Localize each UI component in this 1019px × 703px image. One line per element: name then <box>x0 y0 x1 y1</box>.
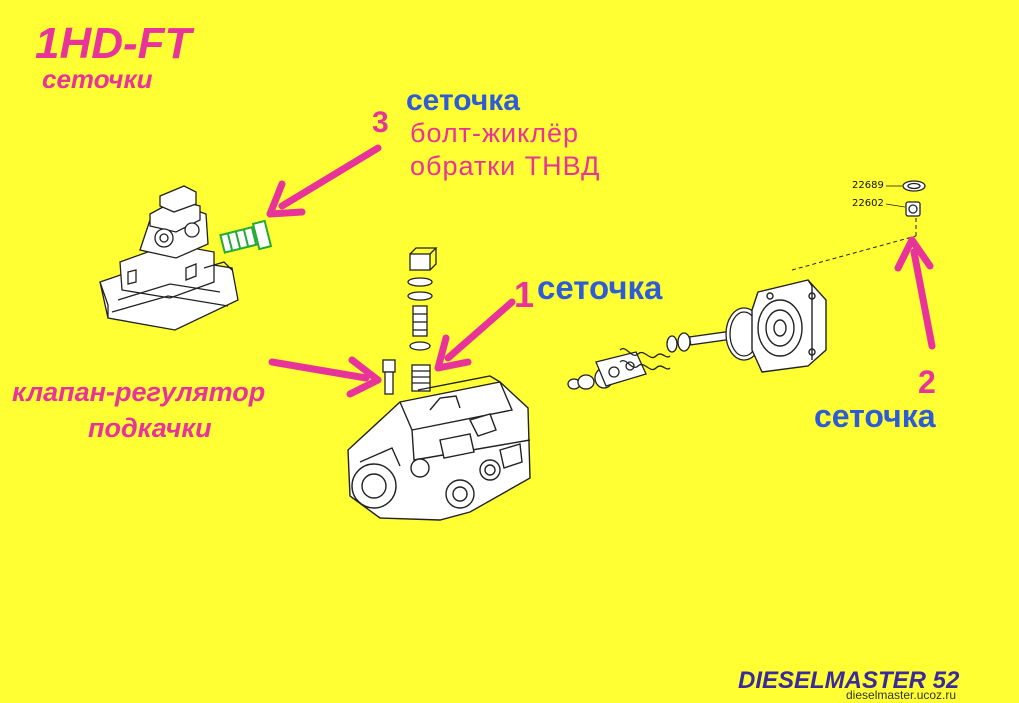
callout-3-number: 3 <box>372 106 389 139</box>
part-leader-lines <box>885 185 906 208</box>
arrow-3-head-icon <box>266 180 306 218</box>
arrow-2-icon <box>910 248 936 350</box>
part-number-screen: 22602 <box>852 198 884 209</box>
callout-1-mesh-label: сеточка <box>537 269 663 306</box>
pump-flange-icon <box>751 279 827 373</box>
watermark: DIESELMASTER 52 <box>738 667 960 694</box>
callout-1-number: 1 <box>514 274 535 315</box>
callout-3-desc-line1: болт-жиклёр <box>410 118 580 148</box>
valve-label-line2: подкачки <box>88 413 212 443</box>
valve-label-line1: клапан-регулятор <box>12 377 266 407</box>
arrow-valve-head-icon <box>346 356 382 398</box>
washer-icon <box>902 180 926 192</box>
valve-parts-stack <box>382 247 438 395</box>
arrow-valve-icon <box>268 358 370 382</box>
callout-2-number: 2 <box>918 364 936 400</box>
banjo-bolt-icon <box>219 219 273 254</box>
fuel-pump-housing-icon <box>347 375 531 521</box>
filter-screen-icon <box>905 201 921 217</box>
arrow-1-head-icon <box>434 334 472 372</box>
right-parts-row <box>567 307 763 390</box>
arrow-1-icon <box>444 298 516 362</box>
arrow-3-icon <box>278 144 382 210</box>
callout-2-mesh-label: сеточка <box>814 398 936 434</box>
diagram-subtitle: сеточки <box>42 64 153 94</box>
arrow-2-head-icon <box>894 236 934 272</box>
callout-3-desc-line2: обратки ТНВД <box>410 151 601 181</box>
leader-line <box>791 214 917 271</box>
pump-cover-icon <box>99 185 239 331</box>
callout-3-mesh-label: сеточка <box>406 84 520 117</box>
part-number-washer: 22689 <box>852 180 884 191</box>
site-url: dieselmaster.ucoz.ru <box>846 688 957 702</box>
diagram-title: 1HD-FT <box>35 19 192 68</box>
arrow-icon <box>266 144 936 398</box>
